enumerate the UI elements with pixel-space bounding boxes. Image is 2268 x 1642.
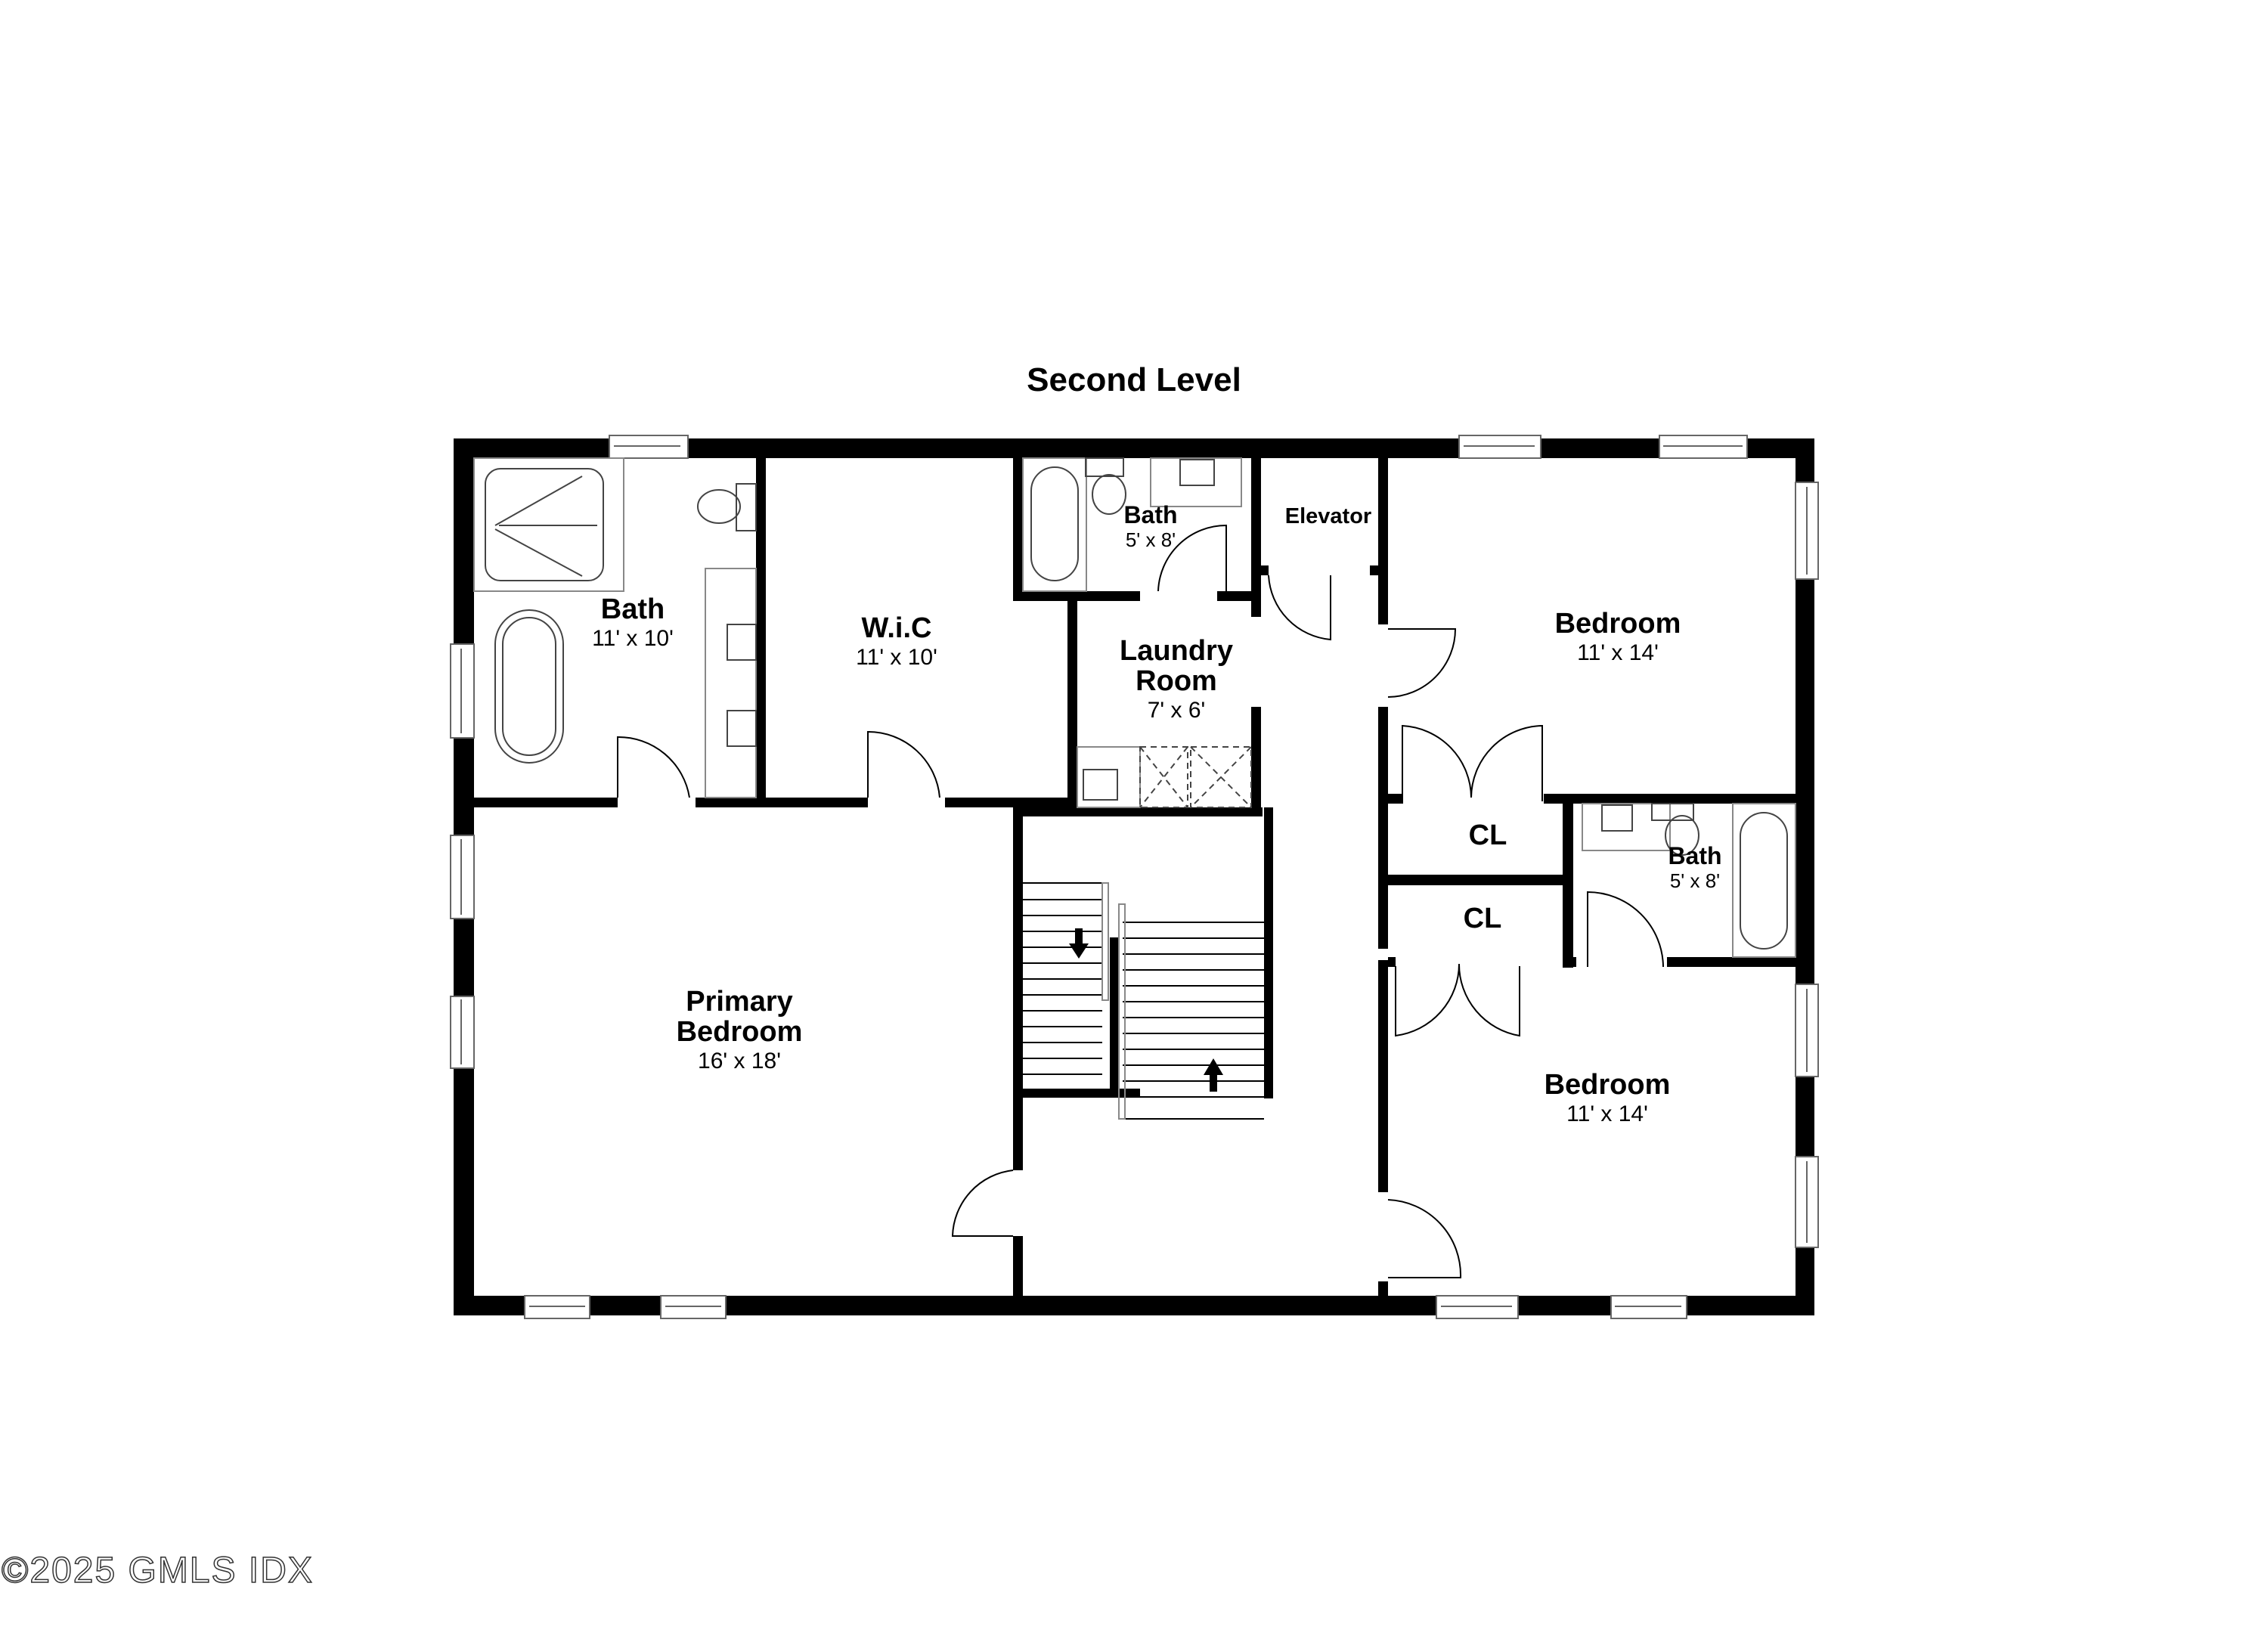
room-laundry: Laundry Room 7' x 6' <box>1120 635 1233 723</box>
room-closet-lower: CL <box>1463 903 1502 934</box>
fixtures <box>473 457 1796 958</box>
copyright-watermark: ©2025 GMLS IDX <box>1 1550 314 1591</box>
room-hall-bath: Bath 5' x 8' <box>1123 501 1178 551</box>
arrow-down-icon <box>1069 928 1089 959</box>
room-bedroom-lower: Bedroom 11' x 14' <box>1544 1069 1671 1126</box>
doors <box>617 524 1664 1278</box>
staircase <box>1023 882 1264 1120</box>
room-wic: W.i.C 11' x 10' <box>856 612 937 670</box>
room-primary-bedroom: Primary Bedroom 16' x 18' <box>676 986 803 1073</box>
windows <box>450 435 1819 1319</box>
room-primary-bath: Bath 11' x 10' <box>592 593 674 651</box>
room-bedroom-upper: Bedroom 11' x 14' <box>1554 608 1681 665</box>
outer-walls <box>454 438 1814 1315</box>
room-elevator: Elevator <box>1284 504 1372 528</box>
arrow-up-icon <box>1204 1058 1223 1092</box>
room-jack-bath: Bath 5' x 8' <box>1668 842 1722 892</box>
plan-title: Second Level <box>1027 361 1241 398</box>
room-closet-upper: CL <box>1468 819 1507 851</box>
interior-walls <box>474 458 1796 1297</box>
